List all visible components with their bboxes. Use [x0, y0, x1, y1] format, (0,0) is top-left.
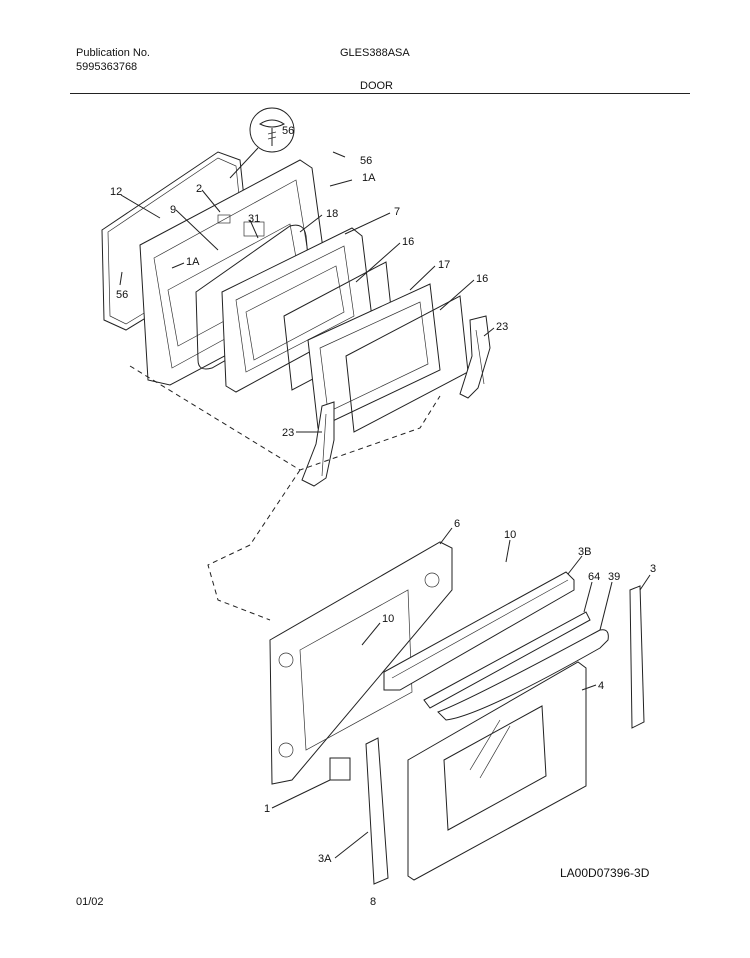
side-trim-left [365, 737, 389, 885]
callout-17: 17 [438, 259, 450, 271]
callout-56-magnified: 56 [282, 125, 294, 137]
callout-23-left: 23 [282, 427, 294, 439]
callout-1a-left: 1A [186, 256, 200, 268]
callout-2: 2 [196, 183, 202, 195]
page-number: 8 [370, 896, 377, 908]
trim-seal [423, 611, 591, 709]
diagram-code: LA00D07396-3D [560, 866, 650, 880]
callout-12: 12 [110, 186, 122, 198]
outer-door-panel [407, 661, 587, 881]
hinge-right [459, 315, 491, 399]
callout-6: 6 [454, 518, 460, 530]
callout-39: 39 [608, 571, 620, 583]
glass-pack [307, 283, 441, 429]
mounting-bracket [329, 757, 351, 781]
hinge-left [301, 401, 335, 487]
callout-3: 3 [650, 563, 656, 575]
section-title: DOOR [360, 80, 393, 92]
model-number: GLES388ASA [340, 47, 410, 59]
callout-64: 64 [588, 571, 600, 583]
header-divider [70, 93, 690, 94]
publication-number: 5995363768 [76, 61, 138, 73]
callout-16-a: 16 [402, 236, 414, 248]
callout-1: 1 [264, 803, 270, 815]
publication-label: Publication No. [76, 47, 150, 59]
side-trim-right [629, 585, 645, 729]
callout-16-b: 16 [476, 273, 488, 285]
callout-3b: 3B [578, 546, 591, 558]
callout-56-top: 56 [360, 155, 372, 167]
callout-4: 4 [598, 680, 604, 692]
callout-23-right: 23 [496, 321, 508, 333]
door-inner-panel [269, 541, 453, 785]
callout-18: 18 [326, 208, 338, 220]
door-handle [437, 629, 609, 721]
screw-magnifier [229, 107, 295, 179]
callout-31: 31 [248, 213, 260, 225]
callout-3a: 3A [318, 853, 332, 865]
callout-10-top: 10 [504, 529, 516, 541]
callout-9: 9 [170, 204, 176, 216]
callout-7: 7 [394, 206, 400, 218]
footer-date: 01/02 [76, 896, 104, 908]
callout-56-left: 56 [116, 289, 128, 301]
callout-10-mid: 10 [382, 613, 394, 625]
top-trim [383, 571, 575, 691]
callout-1a-top: 1A [362, 172, 376, 184]
